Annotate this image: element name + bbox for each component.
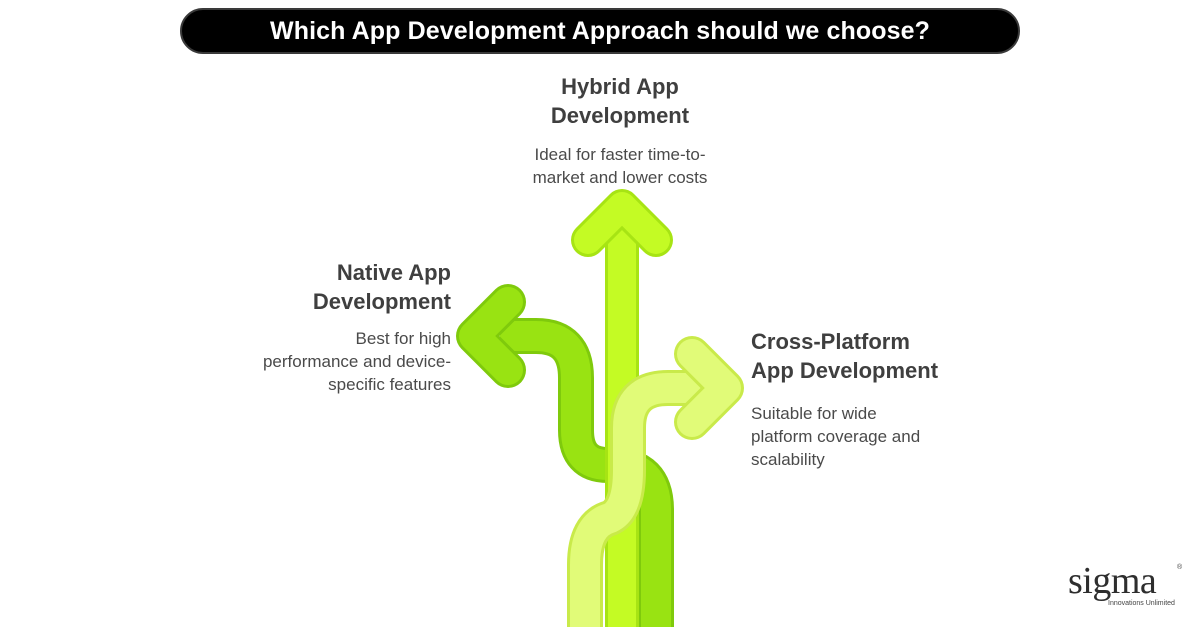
native-heading-line1: Native App	[336, 260, 451, 285]
native-desc-line1: Best for high	[355, 329, 451, 348]
native-desc-line3: specific features	[328, 375, 451, 394]
native-desc-line2: performance and device-	[262, 352, 451, 371]
cross-platform-description: Suitable for wide platform coverage and …	[751, 402, 991, 471]
title-banner: Which App Development Approach should we…	[180, 8, 1020, 54]
page-title: Which App Development Approach should we…	[270, 16, 930, 45]
native-heading: Native App Development	[270, 258, 451, 316]
cross-platform-desc-line3: scalability	[751, 450, 825, 469]
cross-platform-heading-line2: App Development	[751, 358, 939, 383]
cross-platform-heading: Cross-Platform App Development	[751, 327, 991, 385]
hybrid-desc-line1: Ideal for faster time-to-	[534, 145, 706, 164]
registered-mark: ®	[1177, 564, 1183, 571]
hybrid-heading-line2: Development	[550, 103, 690, 128]
native-arrow	[456, 284, 674, 627]
hybrid-description: Ideal for faster time-to- market and low…	[490, 143, 750, 189]
cross-platform-desc-line1: Suitable for wide	[751, 404, 877, 423]
cross-platform-desc-line2: platform coverage and	[751, 427, 921, 446]
sigma-logo: sigma ® Innovations Unlimited	[1068, 562, 1186, 610]
hybrid-heading: Hybrid App Development	[500, 72, 740, 130]
logo-tagline: Innovations Unlimited	[1108, 600, 1175, 607]
hybrid-heading-line1: Hybrid App	[561, 74, 679, 99]
cross-platform-heading-line1: Cross-Platform	[751, 329, 910, 354]
native-heading-line2: Development	[312, 289, 451, 314]
native-description: Best for high performance and device- sp…	[200, 327, 451, 396]
hybrid-desc-line2: market and lower costs	[532, 168, 708, 187]
logo-wordmark: sigma	[1068, 560, 1157, 602]
cross-platform-arrow	[567, 336, 744, 627]
